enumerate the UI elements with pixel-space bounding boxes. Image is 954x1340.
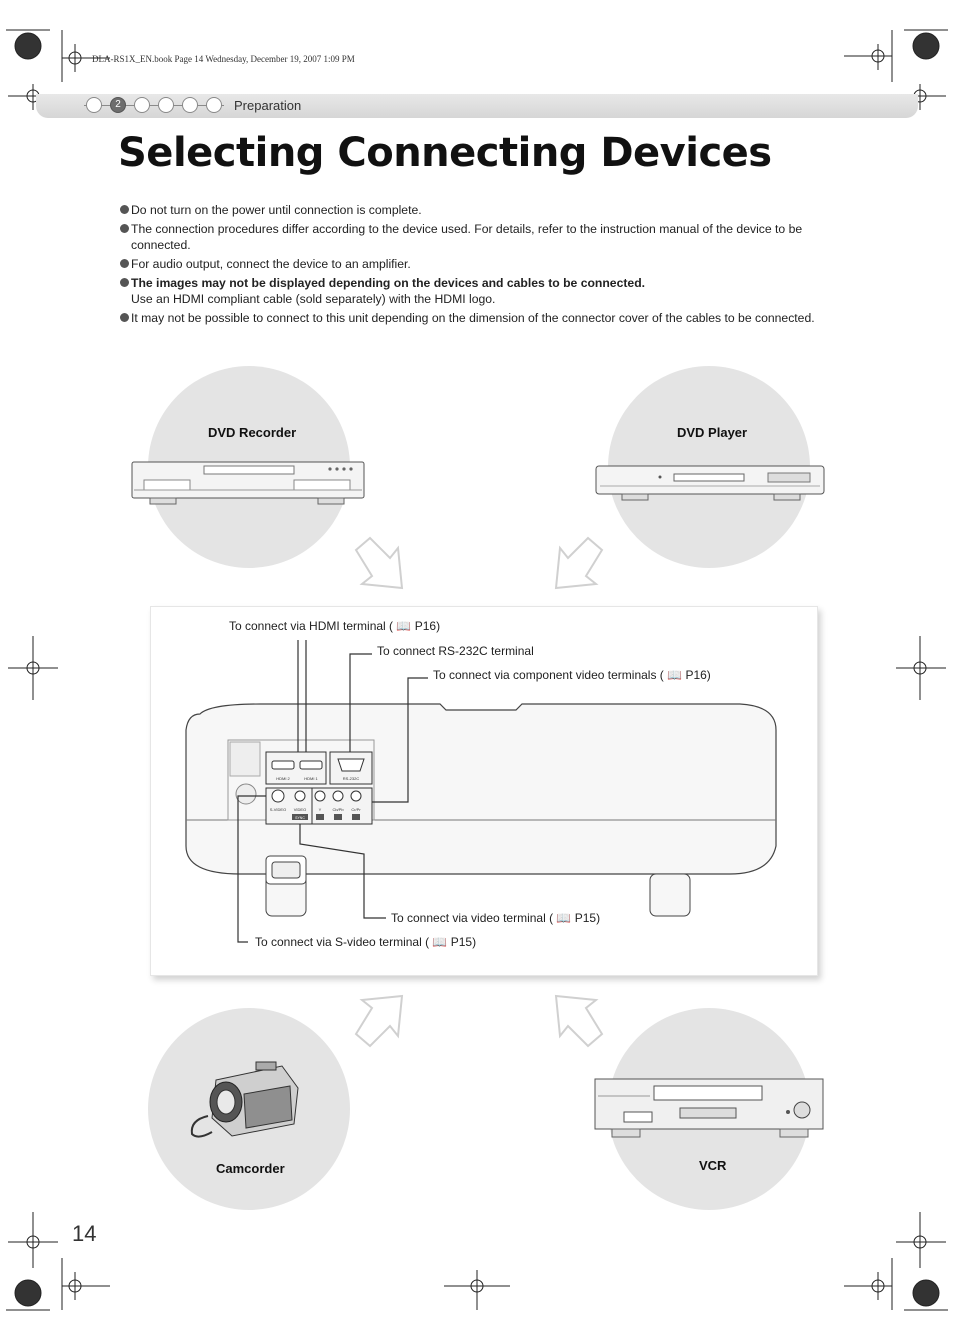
cb-terminal-label: Cb/Pb — [332, 807, 344, 812]
rs232c-terminal-label: RS-232C — [343, 776, 360, 781]
hdmi2-terminal-label: HDMI 2 — [276, 776, 290, 781]
svideo-terminal-label: S-VIDEO — [270, 807, 286, 812]
sync-terminal-label: SYNC — [295, 816, 305, 820]
step-dot-current: 2 — [110, 97, 126, 113]
arrow-from-camcorder-icon — [354, 994, 404, 1048]
cr-terminal-label: Cr/Pr — [351, 807, 361, 812]
projector-rear-illustration: HDMI 2 HDMI 1 RS-232C S-VIDEO VIDEO SYNC… — [185, 640, 777, 943]
vcr-label: VCR — [699, 1158, 727, 1173]
step-dot-3 — [134, 97, 150, 113]
video-callout: To connect via video terminal ( 📖 P15) — [391, 911, 601, 925]
y-terminal-label: Y — [319, 807, 322, 812]
vcr-illustration — [594, 1078, 824, 1138]
step-line — [84, 105, 224, 106]
bullet-icon — [120, 224, 129, 233]
step-dot-5 — [182, 97, 198, 113]
camcorder-label: Camcorder — [216, 1161, 285, 1176]
video-callout-page: P15 — [574, 911, 597, 925]
component-callout: To connect via component video terminals… — [433, 668, 711, 682]
note-item: It may not be possible to connect to thi… — [120, 310, 840, 326]
video-terminal-label: VIDEO — [294, 807, 306, 812]
dvd-recorder-illustration — [131, 461, 365, 505]
book-icon: 📖 — [667, 668, 683, 682]
rs232c-callout: To connect RS-232C terminal — [377, 644, 534, 658]
book-meta: DLA-RS1X_EN.book Page 14 Wednesday, Dece… — [92, 54, 355, 64]
svideo-callout: To connect via S-video terminal ( 📖 P15) — [255, 935, 477, 949]
step-dot-4 — [158, 97, 174, 113]
page-number: 14 — [72, 1221, 97, 1246]
bullet-icon — [120, 278, 129, 287]
bullet-icon — [120, 313, 129, 322]
hdmi-callout-page: P16 — [414, 619, 437, 633]
note-item: For audio output, connect the device to … — [120, 256, 840, 272]
note-item: The connection procedures differ accordi… — [120, 221, 840, 253]
camcorder-illustration — [190, 1061, 299, 1138]
dvd-recorder-label: DVD Recorder — [208, 425, 297, 440]
arrow-from-dvd-player-icon — [554, 536, 604, 590]
arrow-from-vcr-icon — [554, 994, 604, 1048]
section-label: Preparation — [234, 98, 302, 113]
svideo-callout-page: P15 — [450, 935, 473, 949]
dvd-player-label: DVD Player — [677, 425, 748, 440]
component-callout-page: P16 — [685, 668, 707, 682]
book-icon: 📖 — [556, 911, 572, 925]
arrow-from-dvd-recorder-icon — [354, 536, 404, 590]
page-title: Selecting Connecting Devices — [118, 130, 772, 176]
notes-list: Do not turn on the power until connectio… — [120, 202, 840, 329]
note-item: Do not turn on the power until connectio… — [120, 202, 840, 218]
step-dot-6 — [206, 97, 222, 113]
dvd-player-illustration — [595, 465, 825, 501]
bullet-icon — [120, 259, 129, 268]
step-dot-1 — [86, 97, 102, 113]
book-icon: 📖 — [396, 619, 412, 633]
bullet-icon — [120, 205, 129, 214]
hdmi-callout: To connect via HDMI terminal ( 📖 P16) — [229, 619, 441, 633]
hdmi1-terminal-label: HDMI 1 — [304, 776, 318, 781]
note-subtext: Use an HDMI compliant cable (sold separa… — [131, 292, 496, 306]
note-item: The images may not be displayed dependin… — [120, 275, 840, 307]
book-icon: 📖 — [432, 935, 448, 949]
